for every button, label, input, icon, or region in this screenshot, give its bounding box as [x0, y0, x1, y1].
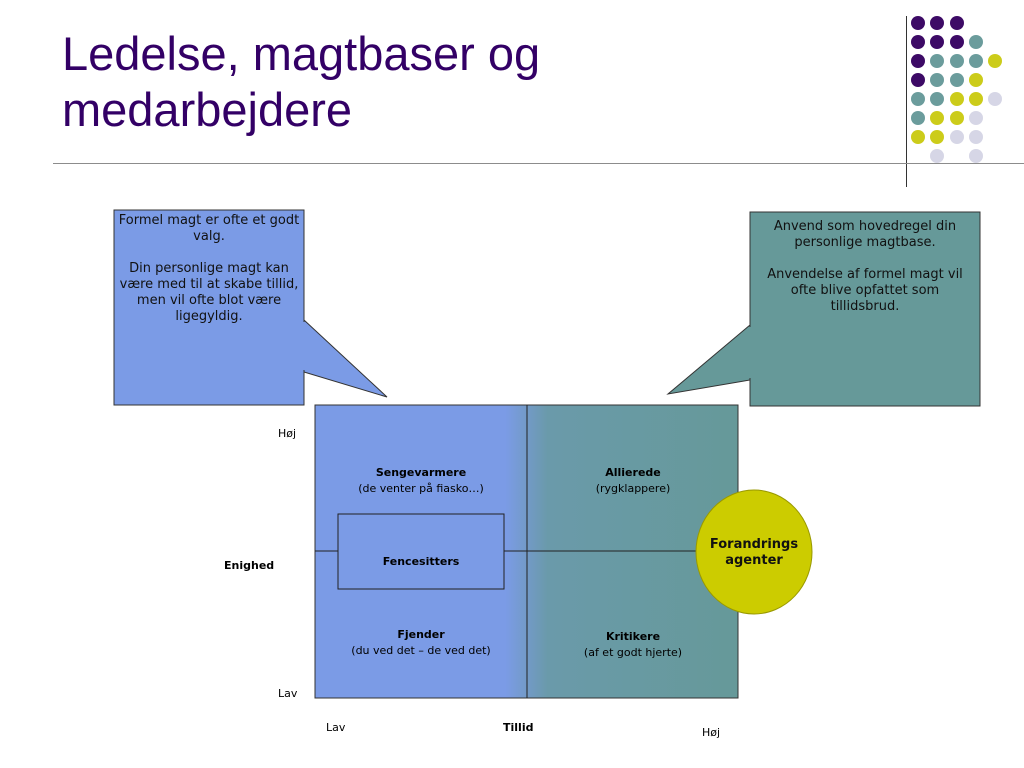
y-axis-low-label: Lav [278, 687, 298, 700]
quadrant-center-title: Fencesitters [382, 555, 460, 568]
agent-label: Forandrings agenter [696, 537, 812, 569]
decor-dot [911, 35, 925, 49]
decor-dot [930, 130, 944, 144]
decor-dot [911, 111, 925, 125]
quadrant-bottom-left-title: Fjender [397, 628, 445, 641]
decor-dot [950, 54, 964, 68]
quadrant-center: Fencesitters [338, 554, 504, 570]
decor-dot [911, 16, 925, 30]
decor-dot [950, 16, 964, 30]
y-axis-title: Enighed [224, 559, 275, 572]
decor-dot [911, 130, 925, 144]
decor-dot [969, 54, 983, 68]
callout-left-paragraph-1: Formel magt er ofte et godt valg. [118, 213, 300, 244]
decor-dot [930, 35, 944, 49]
agent-label-line-2: agenter [725, 553, 783, 568]
decor-dot [930, 16, 944, 30]
decor-dot [930, 54, 944, 68]
quadrant-top-right-subtitle: (rygklappere) [595, 482, 671, 495]
decor-dot [950, 35, 964, 49]
decor-dot [988, 92, 1002, 106]
decor-dot [969, 149, 983, 163]
decor-dot [969, 35, 983, 49]
fencesitters-box [337, 513, 505, 590]
callout-left-pointer [303, 318, 388, 398]
x-axis-low-label: Lav [326, 721, 346, 734]
quadrant-top-left-title: Sengevarmere [375, 466, 467, 479]
decor-dot [930, 73, 944, 87]
x-axis-title: Tillid [503, 721, 534, 734]
title-line-2: medarbejdere [62, 83, 353, 136]
decor-dot [930, 149, 944, 163]
decor-dot [969, 92, 983, 106]
quadrant-bottom-right-title: Kritikere [605, 630, 661, 643]
quadrant-top-right-title: Allierede [605, 466, 661, 479]
decor-vertical-rule [906, 16, 907, 187]
quadrant-top-left-subtitle: (de venter på fiasko…) [358, 482, 484, 495]
callout-left-paragraph-2: Din personlige magt kan være med til at … [119, 261, 299, 324]
decor-dot [930, 111, 944, 125]
decor-dot [969, 130, 983, 144]
callout-right-pointer [666, 323, 751, 395]
decor-dot [930, 92, 944, 106]
callout-left-text: Formel magt er ofte et godt valg. Din pe… [118, 213, 300, 341]
x-axis-high-label: Høj [702, 726, 721, 739]
decor-dot [911, 73, 925, 87]
quadrant-bottom-left: Fjender (du ved det – de ved det) [320, 627, 522, 659]
quadrant-bottom-left-subtitle: (du ved det – de ved det) [351, 644, 491, 657]
callout-left-body [113, 209, 305, 406]
decor-dot [911, 92, 925, 106]
quadrant-top-left: Sengevarmere (de venter på fiasko…) [320, 465, 522, 497]
y-axis-high-label: Høj [278, 427, 297, 440]
callout-right-paragraph-1: Anvend som hovedregel din personlige mag… [773, 219, 957, 250]
decor-dot [950, 73, 964, 87]
quadrant-bottom-right: Kritikere (af et godt hjerte) [532, 629, 734, 661]
quadrant-top-right: Allierede (rygklappere) [532, 465, 734, 497]
callout-right-text: Anvend som hovedregel din personlige mag… [756, 219, 974, 331]
callout-right-paragraph-2: Anvendelse af formel magt vil ofte blive… [767, 267, 963, 314]
slide-title: Ledelse, magtbaser og medarbejdere [62, 26, 862, 138]
decor-dot [950, 92, 964, 106]
title-line-1: Ledelse, magtbaser og [62, 27, 541, 80]
decor-dot [969, 111, 983, 125]
decor-dot [950, 130, 964, 144]
decor-dot [950, 111, 964, 125]
agent-label-line-1: Forandrings [709, 537, 799, 552]
decor-dot [911, 54, 925, 68]
title-divider [53, 163, 1024, 164]
decor-dot [988, 54, 1002, 68]
decor-dot [969, 73, 983, 87]
quadrant-bottom-right-subtitle: (af et godt hjerte) [583, 646, 683, 659]
agent-circle [695, 489, 813, 615]
